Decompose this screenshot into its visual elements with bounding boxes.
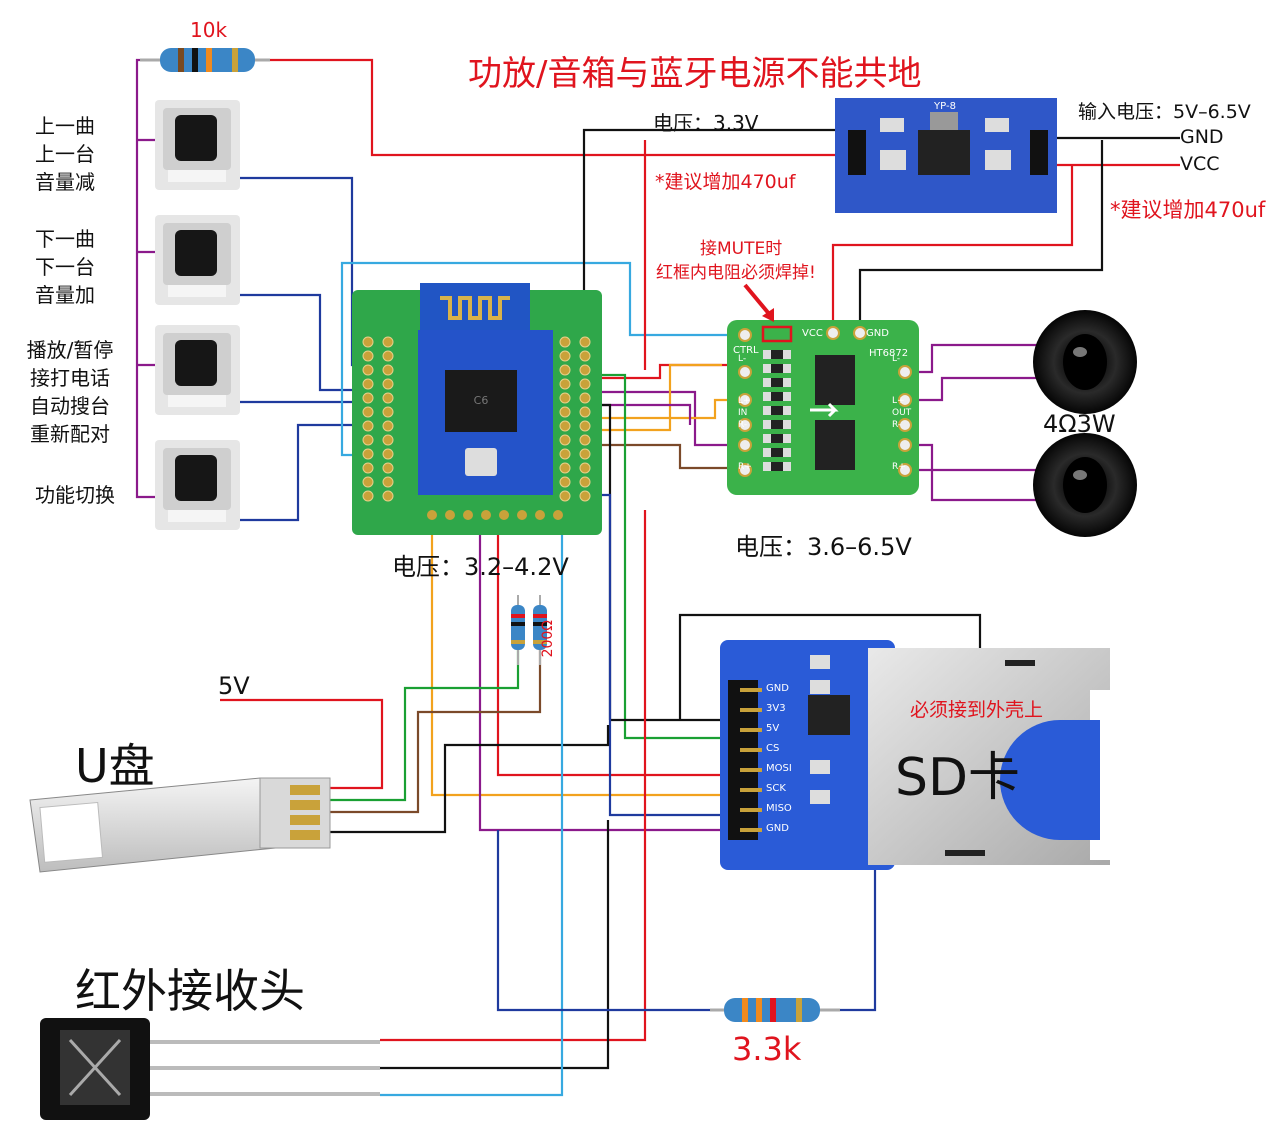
tactile-button-4 — [155, 440, 240, 530]
amp-out-pin-0: L- — [892, 354, 901, 364]
wire-purple-sd — [478, 510, 740, 832]
sd-shell-note: 必须接到外壳上 — [910, 699, 1044, 721]
tactile-button-2 — [155, 215, 240, 305]
sd-pin-1: 3V3 — [766, 703, 786, 714]
resistor-10k-label: 10k — [190, 18, 228, 42]
ir-label: 红外接收头 — [75, 964, 305, 1018]
reg-input-voltage-label: 输入电压：5V–6.5V — [1078, 101, 1251, 123]
regulator-board: YP-8 — [835, 98, 1057, 213]
speaker-label: 4Ω3W — [1043, 410, 1116, 438]
buttons — [155, 100, 240, 530]
resistor-3k3-label: 3.3k — [732, 1030, 802, 1068]
sd-pin-5: SCK — [766, 783, 786, 794]
wire-blue-btn2 — [240, 293, 365, 392]
wire-ir-cyan — [380, 510, 564, 1097]
ir-receiver — [40, 1018, 380, 1120]
wire-purple-audio2 — [588, 403, 692, 425]
wire-red-sd — [496, 510, 740, 777]
amp-pin-ctrl: CTRL — [733, 345, 759, 356]
cap-note-2: *建议增加470uf — [1110, 198, 1266, 222]
wire-orange-sd — [430, 510, 740, 797]
wire-blue-btn4 — [240, 423, 365, 522]
button-3-label: 播放/暂停接打电话自动搜台重新配对 — [26, 338, 114, 446]
bt-module-board: C6 — [352, 283, 602, 535]
amp-voltage-label: 电压：3.6–6.5V — [735, 533, 912, 561]
wire-cyan-mute — [340, 261, 745, 457]
reg-output-voltage-label: 电压：3.3V — [653, 111, 759, 135]
usb-drive — [29, 777, 331, 873]
wire-usb-black — [320, 725, 610, 834]
sd-pin-7: GND — [766, 823, 789, 834]
wire-usb-5v — [220, 698, 384, 790]
reg-vcc-label: VCC — [1180, 153, 1220, 175]
wire-usb-green — [320, 640, 520, 802]
mute-note-line2: 红框内电阻必须焊掉! — [656, 263, 816, 283]
bt-voltage-label: 电压：3.2–4.2V — [392, 553, 569, 581]
wire-red-10k — [258, 58, 840, 157]
sd-card-module — [720, 640, 1110, 870]
button-4-label: 功能切换 — [35, 483, 115, 507]
wire-black-3v3 — [582, 128, 840, 338]
wire-3k3-left — [496, 830, 720, 1012]
wire-ir-red — [380, 510, 647, 1042]
sd-pin-2: 5V — [766, 723, 780, 734]
speaker-1 — [1033, 310, 1137, 414]
speaker-2 — [1033, 433, 1137, 537]
amp-out-pin-1: L+ — [892, 396, 905, 406]
resistor-200-label: 200Ω — [540, 620, 556, 658]
resistor-3k3 — [710, 998, 840, 1022]
button-1-label: 上一曲上一台音量减 — [35, 114, 95, 194]
wire-orange-audio — [588, 398, 745, 420]
sd-card-label: SD卡 — [895, 748, 1021, 808]
amp-in-pin-1: L+ — [738, 396, 751, 406]
wire-blue-sd — [575, 493, 740, 817]
resistor-200-a — [511, 595, 525, 665]
sd-pin-0: GND — [766, 683, 789, 694]
wire-ir-black — [380, 820, 610, 1070]
wire-spk2-b — [905, 468, 1040, 502]
wire-spk1-b — [905, 376, 1040, 402]
page-title: 功放/音箱与蓝牙电源不能共地 — [468, 54, 922, 94]
resistor-10k — [140, 48, 270, 72]
wire-blue-btn1 — [240, 176, 365, 367]
amp-chip-name: HT6872 — [869, 348, 909, 359]
wires — [135, 58, 1180, 1097]
amp-in-pin-2: IN — [738, 408, 748, 418]
resistor-200-b — [533, 595, 547, 665]
sd-pin-4: MOSI — [766, 763, 792, 774]
wire-brown-audio — [588, 443, 745, 470]
cap-note-1: *建议增加470uf — [655, 171, 796, 193]
wire-usb-brown — [320, 650, 542, 814]
amp-out-pin-2: OUT — [892, 408, 912, 418]
amp-in-pin-3: R- — [738, 420, 748, 430]
amp-in-pin-4: R+ — [738, 462, 752, 472]
amp-in-pin-0: L- — [738, 354, 747, 364]
usb-label: U盘 — [75, 739, 155, 793]
svg-text:YP-8: YP-8 — [933, 101, 956, 112]
amp-out-pin-4: R+ — [892, 462, 906, 472]
tactile-button-1 — [155, 100, 240, 190]
mute-resistor-box — [761, 325, 793, 343]
wire-orange-audio2 — [588, 363, 722, 432]
svg-text:C6: C6 — [474, 394, 489, 407]
mute-note-line1: 接MUTE时 — [700, 239, 783, 259]
sd-pin-6: MISO — [766, 803, 792, 814]
wire-spk2-a — [905, 443, 1040, 472]
button-2-label: 下一曲下一台音量加 — [35, 227, 95, 307]
tactile-button-3 — [155, 325, 240, 415]
wire-spk1-a — [905, 343, 1040, 374]
usb-supply-label: 5V — [218, 672, 250, 700]
mute-arrow — [743, 283, 774, 322]
wire-purple-button-taps — [137, 138, 155, 367]
wire-gnd-amp — [858, 140, 1104, 330]
amp-board — [727, 320, 919, 495]
wire-3k3-right — [830, 860, 877, 1012]
reg-gnd-label: GND — [1180, 126, 1224, 148]
amp-out-pin-3: R- — [892, 420, 902, 430]
amp-pin-gnd: GND — [866, 328, 889, 339]
amp-pin-vcc: VCC — [802, 328, 823, 339]
sd-pin-3: CS — [766, 743, 780, 754]
wire-vcc-amp — [831, 165, 1074, 330]
